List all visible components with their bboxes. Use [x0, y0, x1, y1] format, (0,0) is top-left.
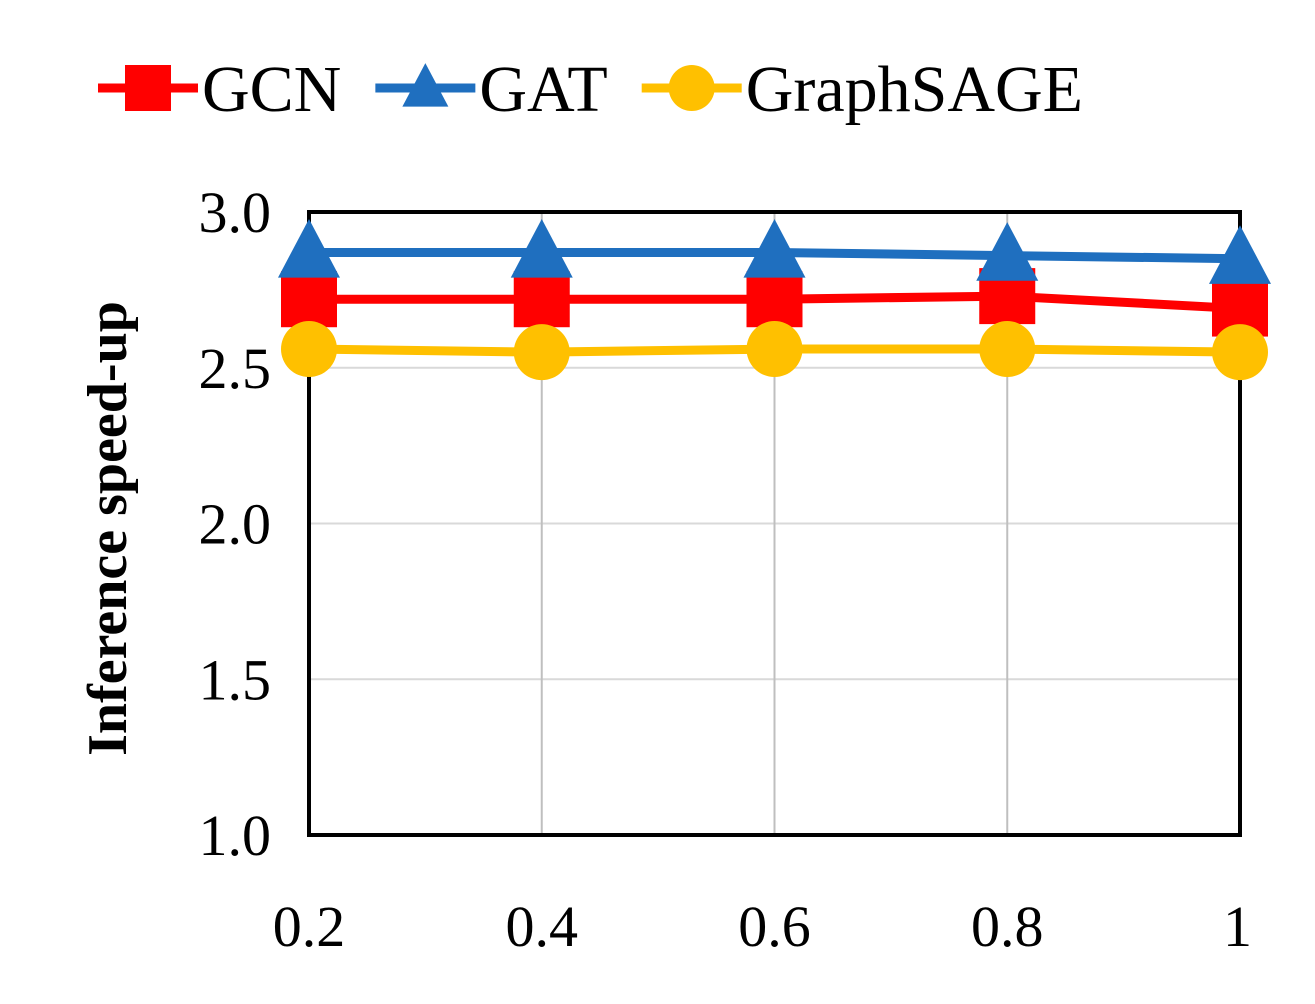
- series-markers: [278, 219, 1271, 381]
- legend-marker-graphsage: [668, 65, 715, 111]
- x-tick-label: 0.2: [273, 894, 346, 959]
- y-tick-label: 1.0: [199, 803, 272, 868]
- legend-marker-gat: [402, 63, 449, 107]
- x-tick-label: 0.4: [506, 894, 579, 959]
- x-tick-label: 0.6: [738, 894, 811, 959]
- y-tick-label: 1.5: [199, 647, 272, 712]
- data-point-gat: [278, 219, 340, 278]
- y-axis-title: Inference speed-up: [77, 301, 139, 756]
- data-point-gat: [976, 222, 1039, 281]
- legend-marker-gcn: [125, 65, 171, 111]
- tick-labels: 1.0 1.5 2.0 2.5 3.0 0.2 0.4 0.6 0.8 1: [199, 180, 1253, 959]
- plot-area-frame: [307, 210, 1242, 837]
- legend-item-gcn: GCN: [98, 53, 341, 126]
- x-tick-label: 0.8: [971, 894, 1044, 959]
- data-point-graphsage: [1212, 324, 1268, 381]
- data-point-gcn: [281, 271, 337, 328]
- legend-item-graphsage: GraphSAGE: [641, 53, 1083, 126]
- data-point-graphsage: [281, 321, 337, 378]
- y-tick-label: 3.0: [199, 180, 272, 245]
- legend-item-gat: GAT: [375, 53, 608, 126]
- data-point-graphsage: [513, 324, 570, 381]
- y-tick-label: 2.5: [199, 336, 272, 401]
- x-tick-label: 1: [1223, 894, 1252, 959]
- data-point-graphsage: [979, 321, 1036, 378]
- data-point-gcn: [513, 271, 570, 328]
- data-point-gcn: [746, 271, 803, 328]
- legend: GCN GAT GraphSAGE: [98, 53, 1083, 126]
- y-tick-label: 2.0: [199, 492, 272, 557]
- data-point-gat: [510, 219, 573, 278]
- data-point-gat: [1209, 225, 1271, 284]
- legend-label-gat: GAT: [479, 53, 607, 126]
- data-point-graphsage: [746, 321, 803, 378]
- legend-label-gcn: GCN: [202, 53, 341, 126]
- data-point-gat: [743, 219, 806, 278]
- legend-label-graphsage: GraphSAGE: [746, 53, 1083, 126]
